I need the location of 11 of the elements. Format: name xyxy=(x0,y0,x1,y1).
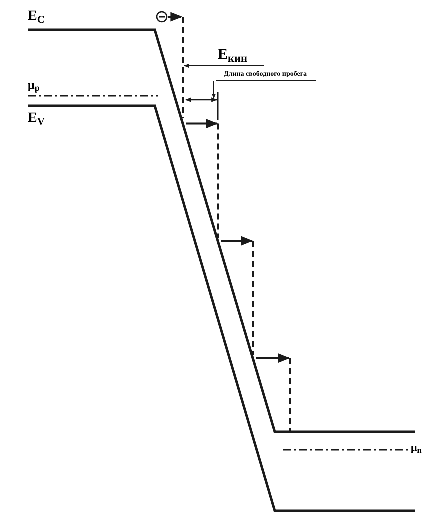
level-label: E$_{C}$ xyxy=(28,10,45,24)
leader-line xyxy=(184,64,220,68)
energy-label: E$_{кин}$ xyxy=(218,48,264,66)
leader-line xyxy=(212,80,216,99)
arrow xyxy=(168,12,183,22)
energy-drop-line xyxy=(182,17,184,118)
level-label: μ$_{p}$ xyxy=(28,79,40,91)
level-label: μ$_{n}$ xyxy=(411,443,422,454)
dimension-arrow xyxy=(185,98,218,102)
level-label: E$_{V}$ xyxy=(28,112,45,126)
electron-symbol xyxy=(156,11,168,23)
